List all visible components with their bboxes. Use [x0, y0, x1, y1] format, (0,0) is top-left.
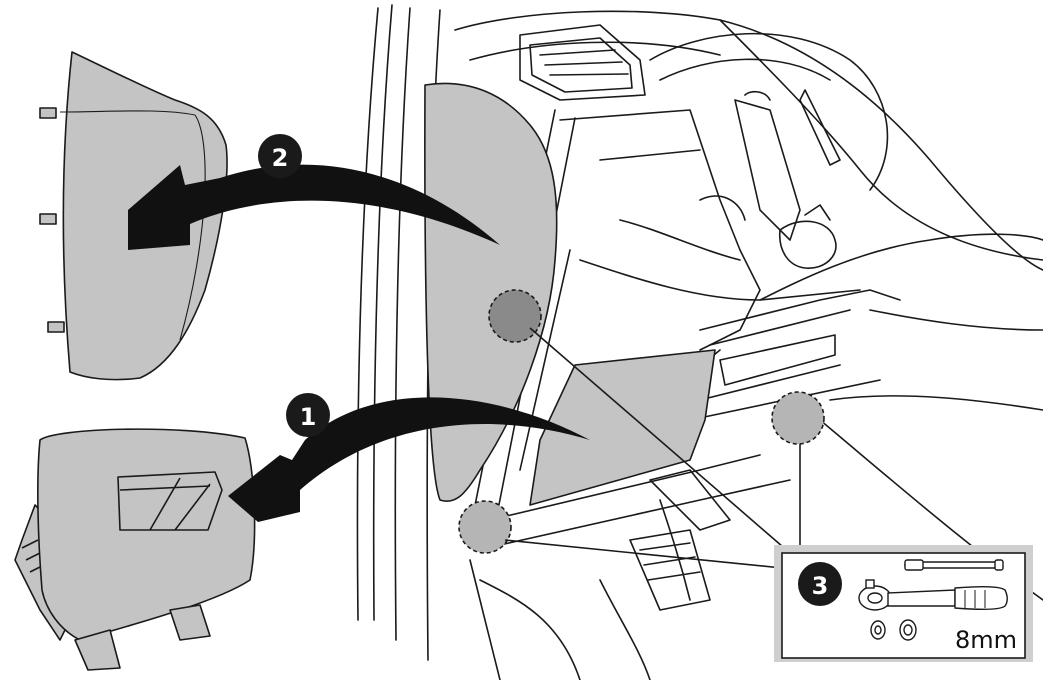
step-badge-1: 1	[286, 393, 330, 437]
bolt-right	[772, 392, 824, 444]
bolt-lower	[459, 501, 511, 553]
step-number-3: 3	[812, 572, 829, 600]
side-trim-installed	[425, 83, 557, 501]
removed-lower-panel	[15, 429, 255, 670]
extension-bar-icon	[905, 560, 1003, 570]
step-number-1: 1	[300, 403, 317, 431]
step-badge-2: 2	[258, 134, 302, 178]
tool-callout: 3 8mm	[774, 545, 1033, 662]
socket-size-label: 8mm	[955, 626, 1017, 654]
step-number-2: 2	[272, 144, 289, 172]
step-badge-3: 3	[798, 562, 842, 606]
bolt-upper	[489, 290, 541, 342]
